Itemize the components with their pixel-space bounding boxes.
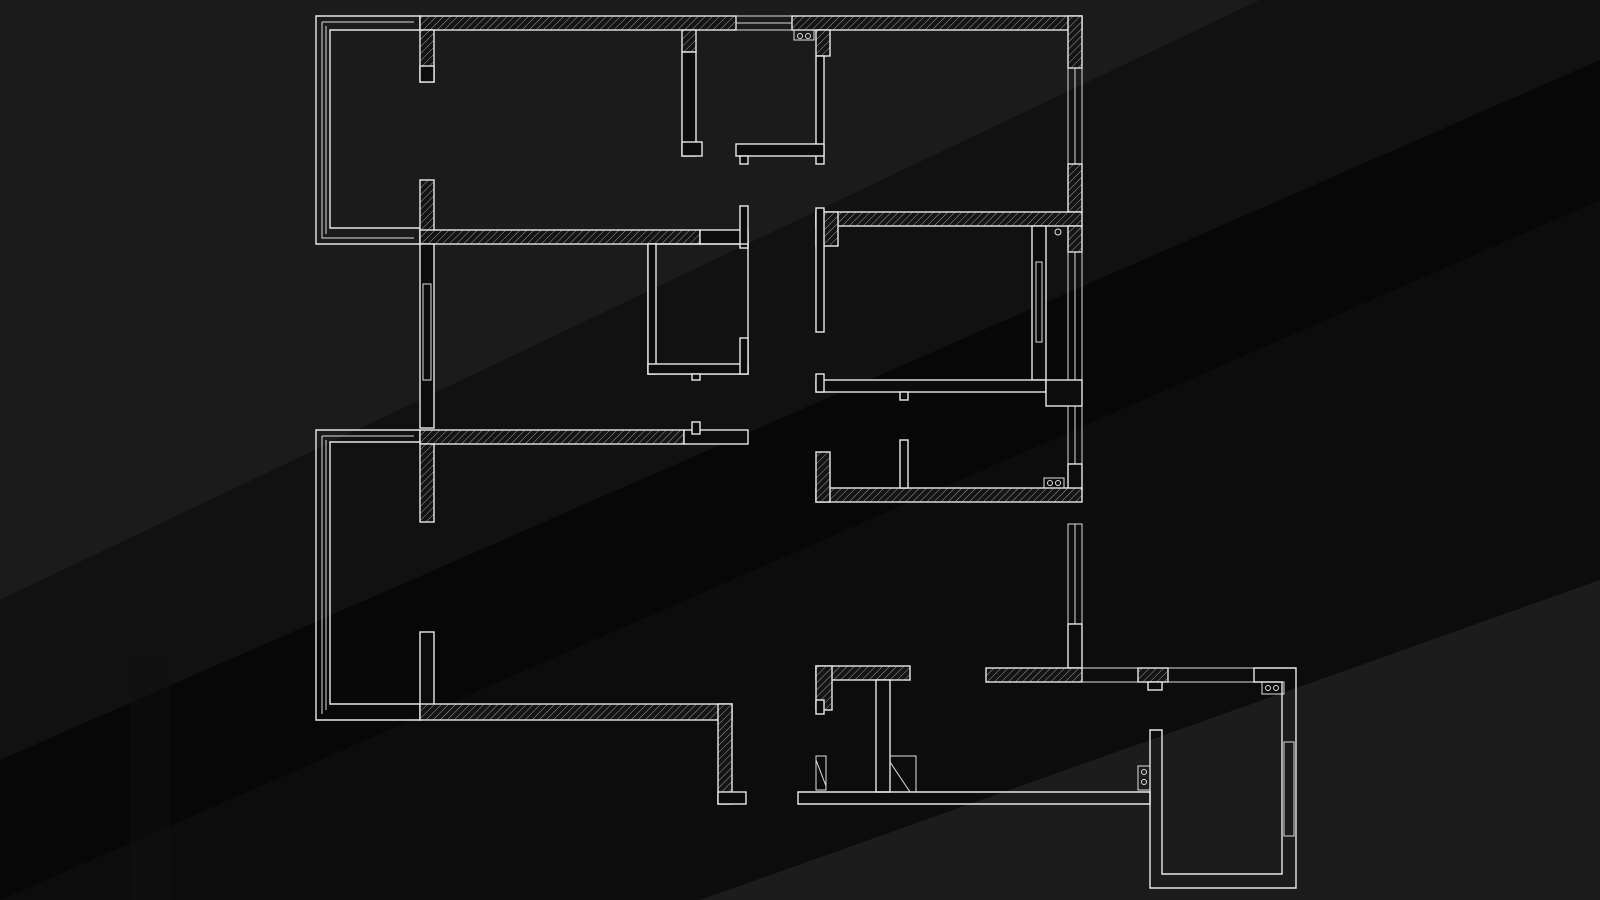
lower-right-bath	[815, 405, 1083, 503]
lower-left-wall-foot	[717, 791, 747, 805]
bay-window-glass-upper-left	[321, 21, 414, 239]
entry-zone	[797, 665, 1151, 805]
lower-left-room	[315, 421, 749, 805]
lower-bath-sink	[1043, 477, 1065, 489]
right-wall-mid	[1067, 163, 1083, 213]
door-jamb-1	[739, 205, 749, 249]
closet-bottom-wall	[647, 363, 749, 375]
mid-bedroom-top-wall	[815, 211, 1083, 227]
bath-wall-left-foot	[681, 141, 703, 157]
sink-fixture-top	[793, 29, 815, 41]
balcony-window	[1283, 741, 1295, 837]
lower-bath-partition	[899, 439, 909, 489]
mid-bedroom-wardrobe-wall	[1031, 225, 1047, 381]
dark-band	[0, 60, 1600, 900]
bath-wall-top	[681, 29, 697, 53]
sink-tap-right	[805, 33, 811, 39]
sink-tap-left	[797, 33, 803, 39]
kitchen-balcony-outline	[1149, 667, 1297, 889]
kitchen-wall-stop	[1147, 681, 1163, 691]
lower-bath-tap-left	[1047, 480, 1053, 486]
corridor-west-wall-body	[419, 243, 435, 429]
bath-wall-right	[815, 55, 825, 165]
bath-bottom-wall	[735, 143, 825, 157]
right-upper-wall	[1067, 15, 1083, 213]
curtain-shadow	[130, 660, 170, 900]
lower-left-wall-stub	[419, 443, 435, 523]
kitchen-tap-left	[1265, 685, 1271, 691]
wardrobe-panel	[1035, 261, 1043, 343]
upper-left-bedroom	[315, 15, 1083, 249]
lower-left-door-stop	[691, 421, 701, 435]
entry-bottom-wall	[797, 791, 1151, 805]
kitchen-window-left	[1081, 667, 1139, 683]
lower-bath-left-jamb	[815, 451, 831, 503]
bath-door-stop	[739, 155, 749, 165]
lower-bath-tap-right	[1055, 480, 1061, 486]
closet-left-wall	[647, 243, 657, 375]
kitchen-top-wall-mid	[1137, 667, 1169, 683]
right-wall-top	[1067, 15, 1083, 69]
mid-bedroom-stop	[899, 391, 909, 401]
mid-bedroom-door-jamb	[815, 373, 825, 393]
entry-partition	[875, 679, 891, 793]
upper-bath-partitions	[681, 29, 831, 165]
closet-outline	[647, 243, 749, 375]
corridor-west-wall	[419, 243, 749, 429]
top-wall-left	[419, 15, 737, 31]
middle-right-bedroom	[815, 207, 1083, 407]
bath-wall-right-top	[815, 29, 831, 57]
closet-right-jamb	[739, 337, 749, 375]
lower-left-lower-stub	[419, 631, 435, 709]
bay-window-glass-lower-left	[321, 435, 414, 714]
lower-left-right-wall	[717, 703, 733, 805]
right-wall-base	[1067, 623, 1083, 669]
lower-left-top-wall	[419, 429, 685, 445]
appliance-knob-2	[1141, 779, 1147, 785]
mid-bedroom-left-wall	[815, 207, 825, 333]
kitchen-tap-right	[1273, 685, 1279, 691]
kitchen-top-wall-left	[985, 667, 1083, 683]
mid-band	[0, 0, 1600, 760]
drain-icon-1	[1054, 228, 1062, 236]
upper-left-wall-end	[419, 65, 435, 83]
entry-left-jamb	[815, 699, 825, 715]
mid-bedroom-bottom-wall	[815, 379, 1047, 393]
duct-block	[1045, 379, 1083, 407]
kitchen-zone	[985, 523, 1297, 889]
entry-cabinet-diagonal	[889, 761, 911, 793]
right-wall-lower-block	[1067, 225, 1083, 253]
corridor-west-window	[422, 283, 432, 381]
shoe-cabinet	[815, 755, 827, 791]
appliance-fixture	[1137, 765, 1151, 791]
entry-cabinet	[889, 755, 917, 793]
top-wall-right	[791, 15, 1083, 31]
right-wall-segment	[1067, 463, 1083, 491]
closet-stop	[691, 373, 701, 381]
shoe-cabinet-cross	[815, 759, 827, 787]
lower-left-bottom-wall	[419, 703, 733, 721]
lower-bath-bottom-wall	[815, 487, 1083, 503]
bath-wall-left	[681, 51, 697, 157]
bedroom-bottom-wall	[419, 229, 701, 245]
appliance-knob-1	[1141, 769, 1147, 775]
bay-window-frame-upper-left	[315, 15, 421, 245]
kitchen-window-right	[1167, 667, 1255, 683]
bay-window-frame-lower-left	[315, 429, 421, 721]
kitchen-sink	[1261, 681, 1285, 695]
